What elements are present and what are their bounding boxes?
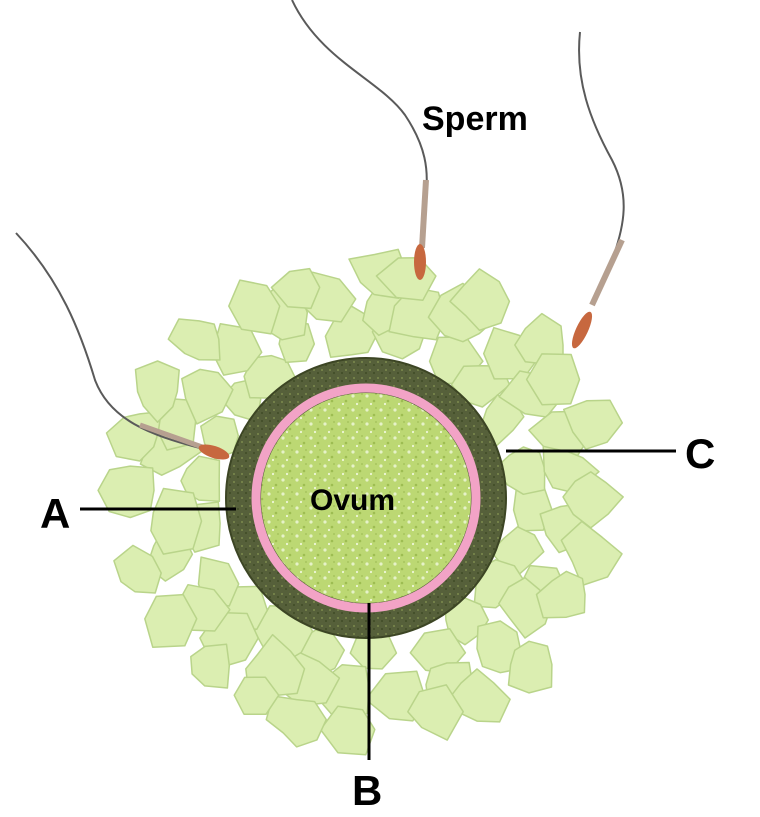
- follicle-cell: [562, 399, 624, 450]
- sperm-midpiece: [589, 238, 625, 307]
- follicle-cells: [97, 248, 624, 756]
- follicle-cell: [181, 368, 234, 425]
- sperm-left: [15, 232, 230, 460]
- sperm-midpiece: [419, 179, 429, 249]
- follicle-cell: [150, 487, 203, 555]
- sperm-top: [291, 0, 429, 280]
- sperm-head: [414, 244, 426, 280]
- label-a: A: [40, 490, 70, 537]
- sperm-tail: [15, 232, 201, 449]
- follicle-cell: [265, 695, 328, 748]
- follicle-cell: [233, 676, 280, 716]
- label-ovum: Ovum: [310, 484, 395, 517]
- zona-pellucida: [251, 383, 481, 613]
- follicle-cell: [560, 520, 623, 587]
- follicle-cell: [449, 268, 511, 332]
- sperm-midpiece: [139, 422, 206, 451]
- follicle-cell: [525, 353, 581, 406]
- follicle-cell: [180, 455, 221, 502]
- follicle-cell: [97, 465, 155, 519]
- follicle-cell: [134, 360, 180, 423]
- follicle-cell: [228, 279, 281, 335]
- follicle-cell: [388, 286, 446, 341]
- sperm-tail: [291, 0, 428, 201]
- label-c: C: [685, 430, 715, 477]
- follicle-cell: [167, 318, 221, 361]
- follicle-cell: [144, 593, 198, 649]
- sperm-tail: [578, 31, 625, 261]
- label-b: B: [352, 767, 382, 814]
- follicle-cell: [407, 684, 464, 741]
- sperm-head: [571, 311, 593, 349]
- follicle-cell: [113, 544, 162, 594]
- follicle-cell: [270, 267, 321, 310]
- follicle-cell: [562, 471, 624, 529]
- label-sperm: Sperm: [422, 100, 528, 138]
- follicle-cell: [190, 643, 231, 689]
- ovum-cytoplasm: [261, 393, 471, 603]
- sperm-right: [571, 31, 625, 349]
- follicle-cell: [507, 640, 553, 694]
- sperm-head: [198, 444, 230, 460]
- follicle-cell: [535, 570, 586, 619]
